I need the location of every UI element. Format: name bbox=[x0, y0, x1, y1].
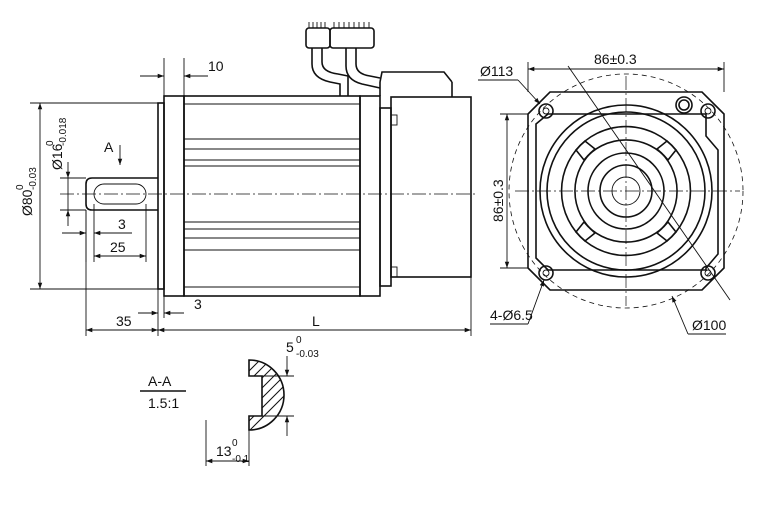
section-title: A-A bbox=[148, 373, 172, 389]
shaft bbox=[85, 177, 158, 211]
encoder-housing bbox=[379, 71, 472, 278]
dim-spigot: 3 bbox=[194, 296, 202, 312]
dim-overall-length: L bbox=[312, 313, 320, 329]
dim-flange-thickness: 10 bbox=[208, 58, 224, 74]
svg-text:0: 0 bbox=[45, 140, 56, 146]
svg-text:0: 0 bbox=[296, 335, 302, 346]
svg-text:-0.018: -0.018 bbox=[58, 117, 69, 146]
dim-width: 86±0.3 bbox=[594, 51, 637, 67]
side-view: 10 Ø80 0 -0.03 Ø16 0 -0.018 A 3 bbox=[15, 22, 478, 336]
section-scale: 1.5:1 bbox=[148, 395, 179, 411]
dim-key-width: 5 0 -0.03 bbox=[286, 335, 319, 360]
svg-text:Ø16: Ø16 bbox=[49, 143, 65, 170]
flange-square bbox=[527, 91, 725, 291]
dim-shaft-length: 35 bbox=[116, 313, 132, 329]
section-hatch bbox=[249, 360, 284, 430]
svg-text:Ø80: Ø80 bbox=[19, 189, 35, 216]
dim-body-diameter: Ø80 0 -0.03 bbox=[15, 167, 39, 216]
mounting-holes bbox=[538, 96, 716, 281]
dim-holes: 4-Ø6.5 bbox=[490, 307, 533, 323]
svg-text:-0.1: -0.1 bbox=[232, 454, 250, 465]
section-marker-a: A bbox=[104, 139, 114, 155]
cable-connectors bbox=[305, 22, 381, 96]
dim-key-offset: 3 bbox=[118, 216, 126, 232]
dim-key-length: 25 bbox=[110, 239, 126, 255]
dim-shaft-diameter: Ø16 0 -0.018 bbox=[45, 117, 69, 170]
dim-height: 86±0.3 bbox=[490, 179, 506, 222]
svg-text:-0.03: -0.03 bbox=[296, 349, 319, 360]
svg-text:13: 13 bbox=[216, 443, 232, 459]
svg-text:5: 5 bbox=[286, 339, 294, 355]
dim-pitch-circle: Ø100 bbox=[692, 317, 726, 333]
svg-text:0: 0 bbox=[232, 438, 238, 449]
flange bbox=[157, 95, 185, 297]
svg-text:0: 0 bbox=[15, 184, 26, 190]
svg-text:-0.03: -0.03 bbox=[28, 167, 39, 190]
dim-key-depth: 13 0 -0.1 bbox=[216, 438, 250, 465]
front-view: 86±0.3 86±0.3 Ø113 4-Ø6.5 Ø100 bbox=[478, 51, 744, 335]
motor-body bbox=[183, 95, 398, 297]
dim-outer-circle: Ø113 bbox=[480, 63, 513, 79]
section-view: A-A 1.5:1 5 0 -0.03 bbox=[140, 335, 319, 466]
